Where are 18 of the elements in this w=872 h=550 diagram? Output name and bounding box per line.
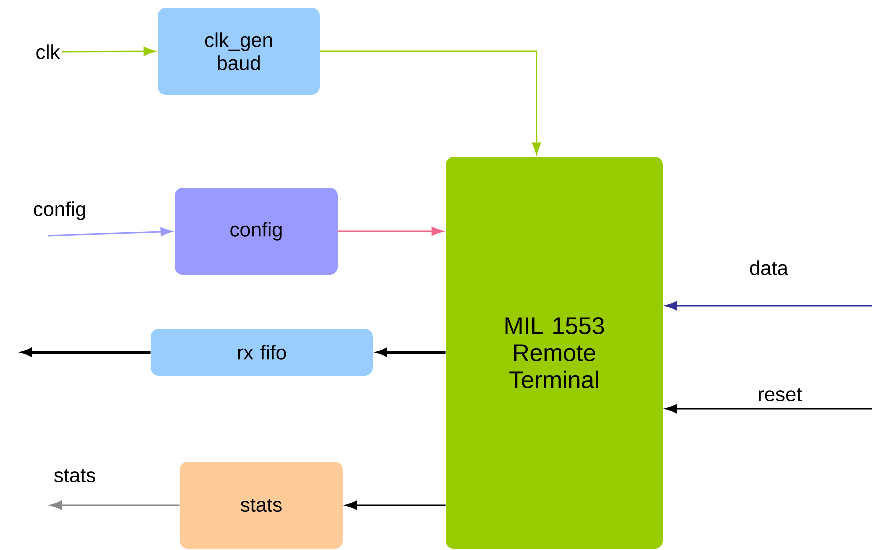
arrow (320, 50, 542, 154)
edge-label: data (748, 260, 790, 276)
edge-label: reset (756, 387, 804, 403)
arrow (48, 228, 172, 237)
edge-label: stats (52, 468, 98, 484)
module-box: clk_gen baud (158, 8, 320, 95)
arrow (666, 404, 872, 414)
module-box: stats (180, 462, 343, 549)
module-box: config (175, 188, 338, 275)
module-box: rx fifo (151, 329, 373, 376)
arrow (666, 302, 872, 310)
edge-label: config (32, 200, 88, 222)
arrow (338, 227, 444, 236)
terminal-block: MIL 1553 Remote Terminal (446, 157, 663, 549)
arrow (50, 501, 180, 510)
arrow (62, 47, 156, 56)
arrow (346, 501, 446, 510)
signal-name: clk (36, 44, 60, 60)
